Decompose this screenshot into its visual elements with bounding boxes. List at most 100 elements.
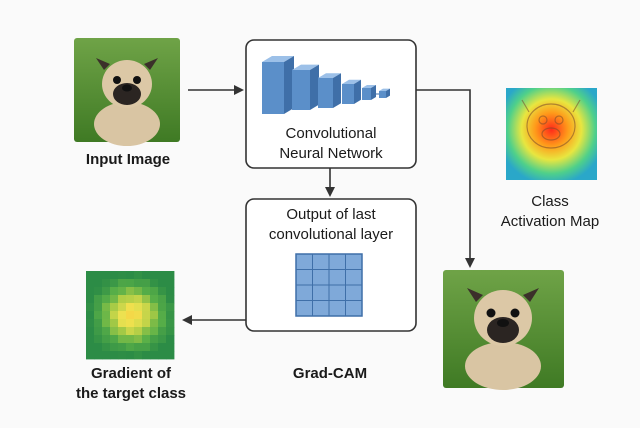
gradient-heatmap-cell <box>134 343 143 352</box>
gradient-heatmap-cell <box>102 287 111 296</box>
gradient-heatmap-cell <box>102 343 111 352</box>
gradient-heatmap-cell <box>86 335 95 344</box>
gradient-heatmap-cell <box>110 303 119 312</box>
gradient-heatmap-cell <box>94 271 103 280</box>
gradient-heatmap-cell <box>126 271 135 280</box>
gradient-heatmap-cell <box>166 327 175 336</box>
gradient-heatmap-cell <box>102 319 111 328</box>
gradient-heatmap-cell <box>102 271 111 280</box>
gradient-heatmap-cell <box>158 319 167 328</box>
gradient-heatmap-cell <box>134 303 143 312</box>
gradient-heatmap-cell <box>150 351 159 360</box>
gradient-heatmap-cell <box>134 311 143 320</box>
gradient-heatmap-cell <box>142 351 151 360</box>
gradient-heatmap-cell <box>158 295 167 304</box>
gradient-heatmap-cell <box>150 343 159 352</box>
gradient-heatmap-cell <box>158 327 167 336</box>
conv-layer-block <box>262 62 284 114</box>
gradient-heatmap-cell <box>110 351 119 360</box>
gradient-heatmap-cell <box>166 311 175 320</box>
gradient-heatmap-cell <box>110 343 119 352</box>
gradient-heatmap-cell <box>86 351 95 360</box>
gradient-heatmap-cell <box>134 295 143 304</box>
gradient-heatmap-cell <box>94 287 103 296</box>
gradient-heatmap-cell <box>158 343 167 352</box>
gradient-heatmap-cell <box>150 295 159 304</box>
gradient-heatmap-cell <box>102 303 111 312</box>
gradient-label-line1: Gradient of <box>90 365 171 382</box>
cnn-label-line1: Convolutional <box>285 125 377 142</box>
gradient-heatmap-cell <box>126 343 135 352</box>
gradient-heatmap-cell <box>142 343 151 352</box>
gradient-heatmap-cell <box>166 343 175 352</box>
gradient-heatmap-cell <box>102 311 111 320</box>
gradient-heatmap-cell <box>102 279 111 288</box>
gradient-heatmap-cell <box>126 287 135 296</box>
gradient-heatmap-cell <box>142 327 151 336</box>
gradient-heatmap-cell <box>126 295 135 304</box>
gradient-heatmap-cell <box>118 327 127 336</box>
conv-layer-block <box>386 88 390 98</box>
gradient-heatmap-cell <box>142 335 151 344</box>
gradient-heatmap-cell <box>150 303 159 312</box>
gradient-heatmap-cell <box>118 343 127 352</box>
conv-layer-block <box>292 70 310 110</box>
gradient-heatmap-cell <box>86 303 95 312</box>
gradient-heatmap-cell <box>118 295 127 304</box>
gradient-heatmap-cell <box>110 271 119 280</box>
gradient-heatmap-cell <box>110 327 119 336</box>
gradient-heatmap-cell <box>126 327 135 336</box>
gradient-heatmap-cell <box>118 279 127 288</box>
gradient-heatmap-cell <box>102 335 111 344</box>
gradcam-label: Grad-CAM <box>292 365 368 382</box>
gradient-heatmap-cell <box>166 287 175 296</box>
gradient-heatmap-cell <box>150 319 159 328</box>
conv-layer-block <box>342 79 361 84</box>
gradient-heatmap-cell <box>126 351 135 360</box>
gradient-heatmap-cell <box>166 279 175 288</box>
conv-layer-block <box>318 78 333 108</box>
heatmap-overlay-icon <box>521 99 581 149</box>
gradient-label-line2: the target class <box>75 385 187 402</box>
conv-layer-block <box>262 56 294 62</box>
gradient-heatmap-cell <box>150 271 159 280</box>
gradient-heatmap-cell <box>158 311 167 320</box>
gradient-heatmap-cell <box>142 279 151 288</box>
conv-layer-stack-icon <box>262 56 390 114</box>
gradient-heatmap-cell <box>86 311 95 320</box>
gradient-heatmap-cell <box>158 271 167 280</box>
gradient-heatmap-cell <box>142 311 151 320</box>
gradient-heatmap-cell <box>102 295 111 304</box>
conv-layer-block <box>284 56 294 114</box>
gradient-heatmap-cell <box>94 327 103 336</box>
gradient-heatmap-cell <box>118 335 127 344</box>
gradient-heatmap-cell <box>158 303 167 312</box>
gradient-heatmap-cell <box>86 271 95 280</box>
gradient-heatmap-cell <box>94 303 103 312</box>
gradient-heatmap-cell <box>118 271 127 280</box>
gradient-heatmap-cell <box>94 351 103 360</box>
gradient-heatmap-cell <box>86 319 95 328</box>
gradient-heatmap-cell <box>150 279 159 288</box>
gradient-heatmap-cell <box>158 351 167 360</box>
conv-layer-block <box>318 73 341 78</box>
gradient-heatmap-cell <box>118 319 127 328</box>
gradient-heatmap-cell <box>134 335 143 344</box>
gradient-heatmap-cell <box>110 287 119 296</box>
conv-layer-block <box>333 73 341 108</box>
gradient-heatmap-cell <box>150 287 159 296</box>
gradient-heatmap-cell <box>158 287 167 296</box>
gradient-heatmap-cell <box>118 303 127 312</box>
gradient-heatmap-cell <box>126 279 135 288</box>
gradient-heatmap-cell <box>86 287 95 296</box>
conv-layer-block <box>354 79 361 104</box>
gradient-heatmap-cell <box>94 295 103 304</box>
gradient-heatmap <box>86 271 175 360</box>
gradient-heatmap-cell <box>110 279 119 288</box>
cam-label-line1: Class <box>531 193 569 210</box>
conv-layer-block <box>310 64 319 110</box>
gradient-heatmap-cell <box>142 287 151 296</box>
gradient-heatmap-cell <box>142 295 151 304</box>
gradient-heatmap-cell <box>142 271 151 280</box>
gradient-heatmap-cell <box>102 351 111 360</box>
